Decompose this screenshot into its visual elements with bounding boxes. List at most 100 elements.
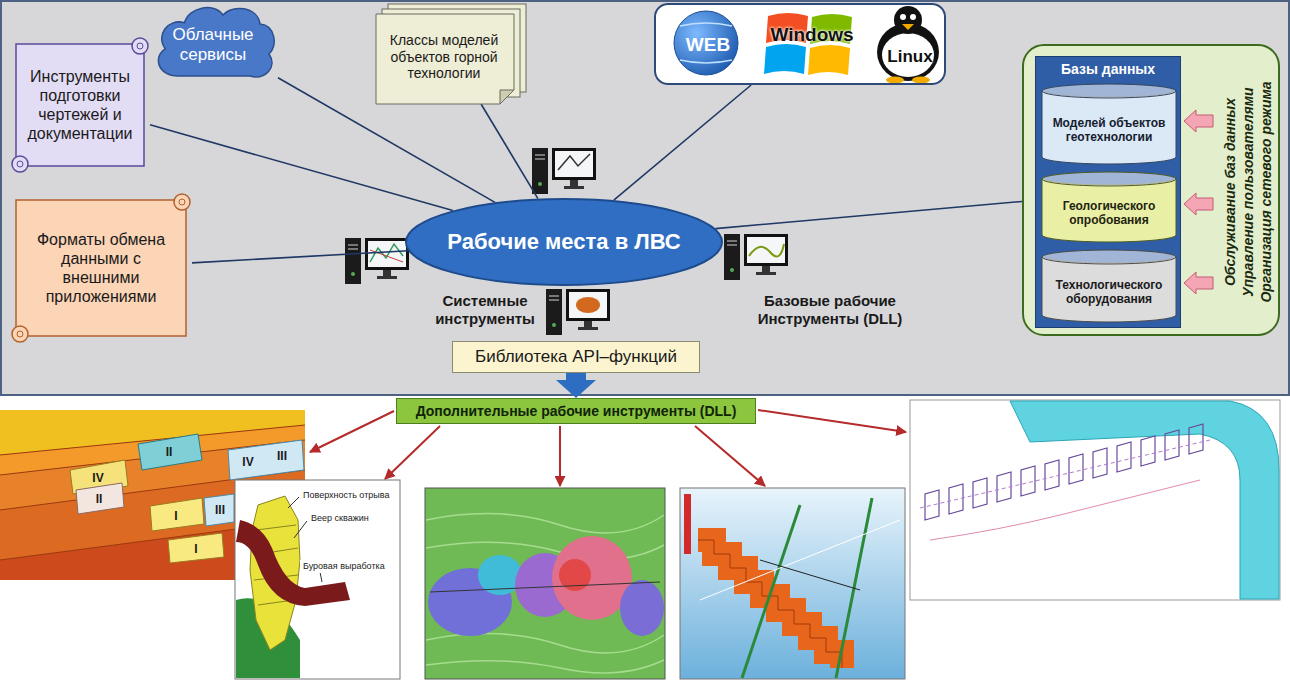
linux-penguin xyxy=(877,6,939,84)
admin-function-text: Организация сетевого режима xyxy=(1257,81,1275,302)
cylinder-body xyxy=(1042,256,1176,322)
connector xyxy=(614,85,751,200)
node-text: Технологического оборудования xyxy=(1044,278,1174,306)
node-text: Облачные сервисы xyxy=(162,25,264,66)
cross-section xyxy=(925,424,1203,520)
leader-line xyxy=(294,521,307,538)
platform-box-fill xyxy=(654,3,946,85)
node-text: Базы данных xyxy=(1061,61,1155,78)
connector xyxy=(192,251,408,263)
penguin-foot xyxy=(886,77,904,84)
scroll-curl xyxy=(174,194,190,210)
axis-line xyxy=(920,440,1210,508)
leader-line xyxy=(320,572,322,582)
pink-arrow xyxy=(1184,272,1213,294)
workstation-icon xyxy=(532,148,596,194)
cylinder-top xyxy=(1042,250,1176,264)
block-area xyxy=(552,536,632,620)
web-globe-icon xyxy=(674,11,738,75)
ellipse-outline xyxy=(406,199,722,285)
leader-line xyxy=(288,497,299,508)
red-arrow xyxy=(758,410,906,432)
logo-tile xyxy=(764,44,806,74)
format-scroll: Форматы обмена данными с внешними прилож… xyxy=(10,192,192,344)
platform-box: WEB WindowsLinux xyxy=(654,3,946,85)
ore-block xyxy=(150,498,204,531)
connector xyxy=(715,201,1022,228)
block-number: I xyxy=(174,509,177,523)
connector xyxy=(150,125,453,211)
red-arrow xyxy=(695,426,765,486)
plan-figure xyxy=(425,488,665,679)
tool-scroll: Инструменты подготовки чертежей и докуме… xyxy=(10,36,150,174)
node-text: Геологического опробования xyxy=(1044,199,1174,227)
api-library-box: Библиотека API–функций xyxy=(452,341,700,373)
tunnel-body xyxy=(1010,401,1279,599)
connectors xyxy=(150,78,1022,380)
figure-frame xyxy=(425,488,665,679)
section-figure xyxy=(680,488,905,679)
text-slot: Windows xyxy=(770,24,853,47)
group-label: Системные инструменты xyxy=(425,292,545,328)
figure-frame xyxy=(235,480,400,679)
platform-name: Windows xyxy=(770,24,853,47)
node-text: Рабочие места в ЛВС xyxy=(447,229,680,255)
screen-content xyxy=(576,297,600,313)
node-text: Классы моделей объектов горной технологи… xyxy=(382,32,506,82)
figure-callout: Поверхность отрыва xyxy=(300,489,392,502)
scroll-curl xyxy=(12,156,28,172)
block-edge xyxy=(698,540,842,668)
guide-line xyxy=(760,560,860,590)
ore-block xyxy=(228,440,304,480)
group-label: Базовые рабочие Инструменты (DLL) xyxy=(744,292,916,328)
rotated-text-group: Обслуживание баз данныхУправление пользо… xyxy=(1221,81,1275,302)
database-cylinder: Геологического опробования xyxy=(1041,171,1177,243)
text-slot: Linux xyxy=(887,47,932,67)
ore-block xyxy=(138,434,202,470)
text-slot: WEB xyxy=(686,34,730,57)
tunnel-figure xyxy=(910,400,1280,600)
admin-function-text: Управление пользователями xyxy=(1239,81,1257,302)
logo-tile xyxy=(808,45,850,75)
block-area xyxy=(620,580,664,636)
computer xyxy=(724,234,788,280)
scroll-curl xyxy=(137,43,143,49)
block-number: IV xyxy=(92,471,103,485)
database-list: Базы данныхМоделей объектов геотехнологи… xyxy=(1035,56,1181,328)
workstation-ellipse: Рабочие места в ЛВС xyxy=(405,198,723,286)
computer xyxy=(532,148,596,194)
format-scroll-outline xyxy=(10,192,192,344)
ore-block xyxy=(204,494,234,526)
pink-arrow xyxy=(1184,110,1213,132)
ore-blocks xyxy=(698,540,842,668)
penguin-foot xyxy=(912,77,930,84)
scroll-body xyxy=(16,44,144,166)
node-text: Моделей объектов геотехнологии xyxy=(1044,116,1174,144)
database-cylinder: Моделей объектов геотехнологии xyxy=(1041,83,1177,165)
red-arrow xyxy=(310,411,394,452)
scroll-curl xyxy=(179,199,185,205)
scale-bar xyxy=(684,494,691,554)
penguin-head xyxy=(894,6,922,34)
workstation-icon xyxy=(345,238,409,284)
cylinder-body xyxy=(1042,90,1176,164)
platform-name: WEB xyxy=(686,34,730,57)
node-text: Инструменты подготовки чертежей и докуме… xyxy=(22,67,138,144)
scroll-curl xyxy=(132,38,148,54)
cylinder-top xyxy=(1042,172,1176,186)
globe xyxy=(674,11,738,75)
scroll-body xyxy=(16,200,186,336)
block-number: II xyxy=(166,445,173,459)
blast-figure xyxy=(235,480,400,679)
node-text: Библиотека API–функций xyxy=(475,347,677,367)
database-panel: Обслуживание баз данныхУправление пользо… xyxy=(1022,44,1280,336)
ore-block xyxy=(168,533,224,563)
penguin-eye xyxy=(900,14,906,20)
tool-scroll-outline xyxy=(10,36,150,174)
screen-content xyxy=(558,154,590,170)
pink-arrow xyxy=(1184,193,1213,215)
extra-tools-bar: Дополнительные рабочие инструменты (DLL) xyxy=(396,398,756,424)
penguin-belly xyxy=(882,33,934,77)
screen-content xyxy=(749,244,784,257)
